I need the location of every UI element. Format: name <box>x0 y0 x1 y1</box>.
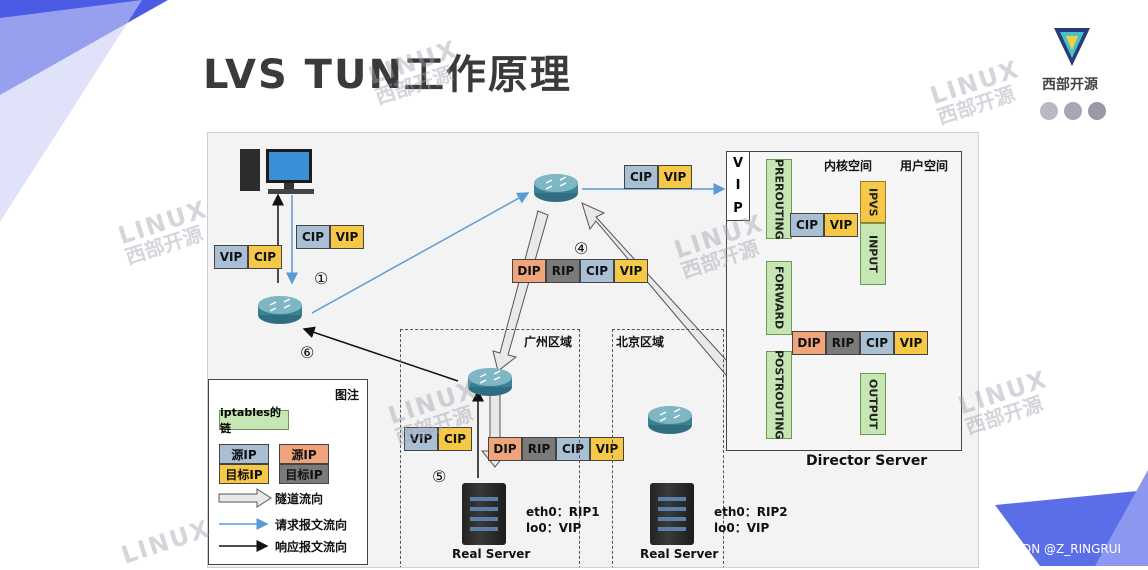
dot-indicator <box>1064 102 1082 120</box>
server1-lo: lo0：VIP <box>526 521 582 535</box>
packet-field: CIP <box>438 427 472 451</box>
legend-src-ip: 源IP <box>219 444 269 464</box>
router-icon <box>258 296 302 324</box>
step-4: ④ <box>574 239 589 258</box>
chain-output: OUTPUT <box>860 373 886 435</box>
chain-label: FORWARD <box>772 266 786 330</box>
chain-label: PREROUTING <box>772 158 786 240</box>
packet-field: RIP <box>522 437 556 461</box>
packet-gz-reply: VIP CIP <box>404 427 472 451</box>
chain-input: INPUT <box>860 223 886 285</box>
dot-indicator <box>1088 102 1106 120</box>
packet-kernel-inner: CIP VIP <box>790 213 858 237</box>
packet-field: VIP <box>404 427 438 451</box>
vip-letter: I <box>735 178 741 194</box>
chain-label: POSTROUTING <box>772 350 786 440</box>
vip-box: V I P <box>726 151 750 221</box>
packet-field: CIP <box>296 225 330 249</box>
legend-dst-ip: 目标IP <box>219 464 269 484</box>
packet-field: VIP <box>614 259 648 283</box>
packet-field: CIP <box>556 437 590 461</box>
legend: 图注 iptables的链 源IP 源IP 目标IP 目标IP 隧道流向 请求报… <box>208 379 368 565</box>
server2-label: Real Server <box>640 547 719 561</box>
packet-field: VIP <box>214 245 248 269</box>
region-guangzhou-label: 广州区域 <box>524 335 573 349</box>
chain-label: IPVS <box>866 187 880 217</box>
legend-arrows <box>218 488 272 552</box>
credit-text: CSDN @Z_RINGRUI <box>1006 542 1122 556</box>
chain-prerouting: PREROUTING <box>766 159 792 239</box>
packet-field: VIP <box>894 331 928 355</box>
region-guangzhou <box>400 329 580 567</box>
packet-kernel-out: DIP RIP CIP VIP <box>792 331 928 355</box>
chain-postrouting: POSTROUTING <box>766 350 792 440</box>
vip-letter: V <box>732 155 744 171</box>
step-6: ⑥ <box>300 343 315 362</box>
packet-field: VIP <box>824 213 858 237</box>
packet-top: CIP VIP <box>624 165 692 189</box>
router-icon <box>534 174 578 202</box>
packet-field: RIP <box>826 331 860 355</box>
server2-lo: lo0：VIP <box>714 521 770 535</box>
legend-tunnel: 隧道流向 <box>275 492 324 506</box>
region-beijing-label: 北京区域 <box>616 335 665 349</box>
packet-field: DIP <box>512 259 546 283</box>
packet-field: DIP <box>488 437 522 461</box>
step-1: ① <box>314 269 329 288</box>
packet-field: DIP <box>792 331 826 355</box>
region-beijing <box>612 329 724 567</box>
legend-src-ip: 源IP <box>279 444 329 464</box>
legend-title: 图注 <box>335 388 360 402</box>
packet-field: VIP <box>330 225 364 249</box>
router-icon <box>648 406 692 434</box>
brand-name: 西部开源 <box>1042 77 1098 93</box>
legend-request: 请求报文流向 <box>275 518 348 532</box>
chain-ipvs: IPVS <box>860 181 886 223</box>
server2-eth: eth0：RIP2 <box>714 505 788 519</box>
packet-field: CIP <box>860 331 894 355</box>
packet-client-left: VIP CIP <box>214 245 282 269</box>
real-server-icon <box>650 483 694 545</box>
chain-label: OUTPUT <box>866 378 880 430</box>
vip-letter: P <box>733 201 743 217</box>
kernel-space-label: 内核空间 <box>824 159 873 173</box>
chain-label: INPUT <box>866 235 880 273</box>
director-server-label: Director Server <box>806 453 928 469</box>
packet-field: CIP <box>790 213 824 237</box>
packet-field: RIP <box>546 259 580 283</box>
packet-field: CIP <box>248 245 282 269</box>
legend-src-tunnel: 源IP <box>279 444 329 464</box>
packet-gz-in: DIP RIP CIP VIP <box>488 437 624 461</box>
real-server-icon <box>462 483 506 545</box>
chain-forward: FORWARD <box>766 261 792 335</box>
packet-field: CIP <box>624 165 658 189</box>
packet-field: VIP <box>658 165 692 189</box>
legend-chain: iptables的链 <box>219 406 289 435</box>
legend-dst: 目标IP <box>219 464 269 484</box>
legend-chain-label: iptables的链 <box>220 406 281 435</box>
packet-tunnel: DIP RIP CIP VIP <box>512 259 648 283</box>
legend-response: 响应报文流向 <box>275 540 348 554</box>
dot-indicator <box>1040 102 1058 120</box>
step-5: ⑤ <box>432 467 447 486</box>
computer-icon <box>240 149 314 194</box>
page-title: LVS TUN工作原理 <box>203 52 572 98</box>
brand-logo-icon <box>1054 28 1090 66</box>
router-icon <box>468 368 512 396</box>
legend-dst-tunnel: 目标IP <box>279 464 329 484</box>
lvs-tun-diagram: VIP CIP CIP VIP CIP VIP DIP RIP CIP VIP … <box>207 132 979 568</box>
user-space-label: 用户空间 <box>900 159 949 173</box>
server1-eth: eth0：RIP1 <box>526 505 600 519</box>
server1-label: Real Server <box>452 547 531 561</box>
legend-src: 源IP <box>219 444 269 464</box>
packet-field: CIP <box>580 259 614 283</box>
legend-dst-ip: 目标IP <box>279 464 329 484</box>
packet-client-up: CIP VIP <box>296 225 364 249</box>
director-server-box <box>726 151 962 451</box>
